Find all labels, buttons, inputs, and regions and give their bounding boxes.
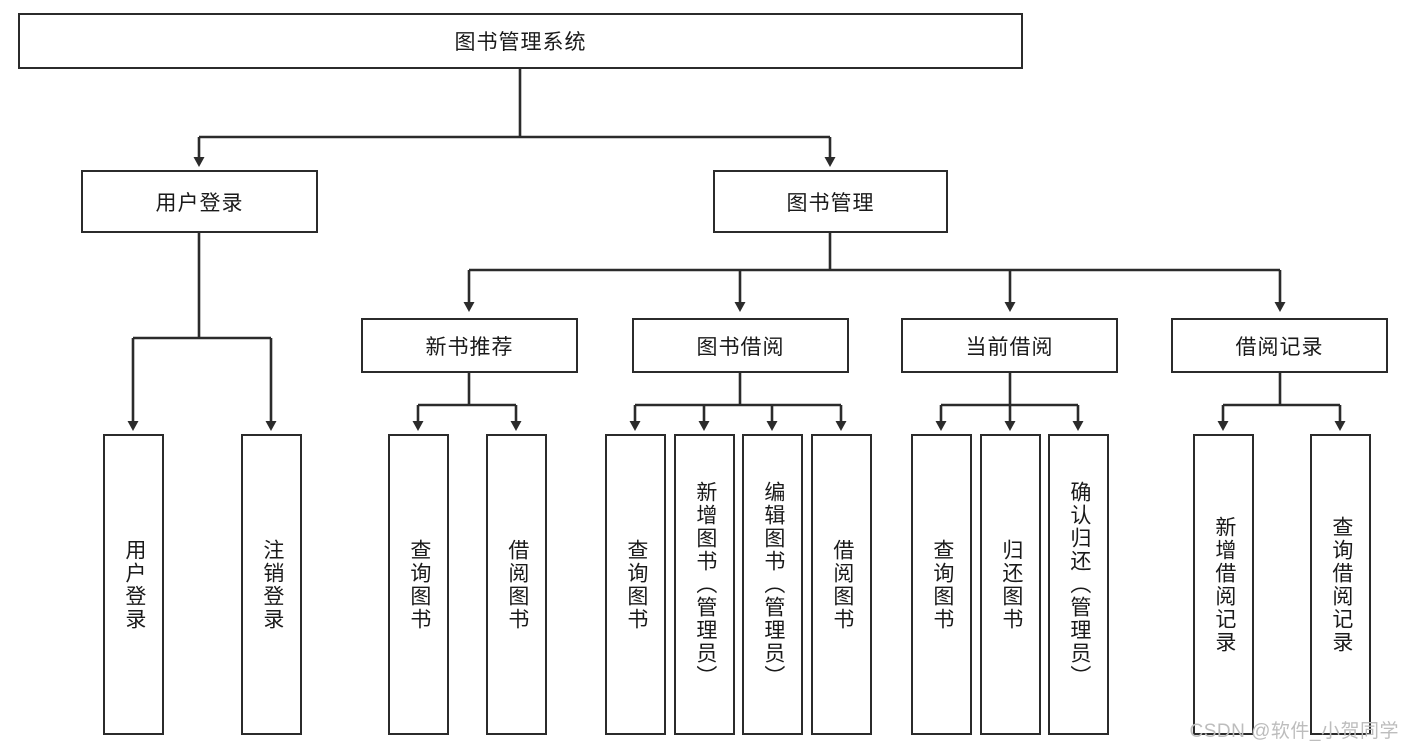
node-leaf-borrow-book[interactable]: 借阅图书 — [811, 434, 872, 735]
node-leaf-user-login[interactable]: 用户登录 — [103, 434, 164, 735]
node-leaf-logout-label: 注销登录 — [260, 538, 284, 631]
node-leaf-add-borrow-record-label: 新增借阅记录 — [1212, 515, 1236, 654]
node-leaf-recommend-query-book[interactable]: 查询图书 — [388, 434, 449, 735]
node-leaf-edit-book-admin[interactable]: 编辑图书（管理员） — [742, 434, 803, 735]
node-current-borrow-label: 当前借阅 — [965, 335, 1054, 359]
node-new-book-recommend-label: 新书推荐 — [425, 335, 514, 359]
node-leaf-add-book-admin[interactable]: 新增图书（管理员） — [674, 434, 735, 735]
node-leaf-logout[interactable]: 注销登录 — [241, 434, 302, 735]
node-leaf-recommend-borrow-book-label: 借阅图书 — [505, 538, 529, 631]
node-book-borrow[interactable]: 图书借阅 — [632, 318, 849, 373]
node-leaf-borrow-query-book-label: 查询图书 — [624, 538, 648, 631]
node-leaf-return-book[interactable]: 归还图书 — [980, 434, 1041, 735]
node-book-borrow-label: 图书借阅 — [696, 335, 785, 359]
node-root-label: 图书管理系统 — [454, 31, 587, 54]
node-leaf-user-login-label: 用户登录 — [122, 538, 146, 631]
node-leaf-borrow-book-label: 借阅图书 — [830, 538, 854, 631]
node-leaf-edit-book-admin-label: 编辑图书（管理员） — [761, 481, 785, 688]
node-book-management-label: 图书管理 — [786, 191, 875, 215]
csdn-watermark: CSDN @软件_小贺同学 — [1189, 721, 1399, 742]
node-leaf-current-query-book-label: 查询图书 — [930, 538, 954, 631]
node-user-login-label: 用户登录 — [155, 191, 244, 215]
node-current-borrow[interactable]: 当前借阅 — [901, 318, 1118, 373]
node-leaf-confirm-return-admin[interactable]: 确认归还（管理员） — [1048, 434, 1109, 735]
node-leaf-confirm-return-admin-label: 确认归还（管理员） — [1067, 481, 1091, 688]
node-book-management[interactable]: 图书管理 — [713, 170, 948, 233]
node-leaf-add-borrow-record[interactable]: 新增借阅记录 — [1193, 434, 1254, 735]
node-leaf-return-book-label: 归还图书 — [999, 538, 1023, 631]
node-leaf-current-query-book[interactable]: 查询图书 — [911, 434, 972, 735]
node-leaf-query-borrow-record-label: 查询借阅记录 — [1329, 515, 1353, 654]
node-leaf-borrow-query-book[interactable]: 查询图书 — [605, 434, 666, 735]
node-leaf-recommend-query-book-label: 查询图书 — [407, 538, 431, 631]
node-leaf-add-book-admin-label: 新增图书（管理员） — [693, 481, 717, 688]
node-borrow-record[interactable]: 借阅记录 — [1171, 318, 1388, 373]
node-leaf-recommend-borrow-book[interactable]: 借阅图书 — [486, 434, 547, 735]
node-leaf-query-borrow-record[interactable]: 查询借阅记录 — [1310, 434, 1371, 735]
node-new-book-recommend[interactable]: 新书推荐 — [361, 318, 578, 373]
node-user-login[interactable]: 用户登录 — [81, 170, 318, 233]
node-borrow-record-label: 借阅记录 — [1235, 335, 1324, 359]
node-root[interactable]: 图书管理系统 — [18, 13, 1023, 69]
